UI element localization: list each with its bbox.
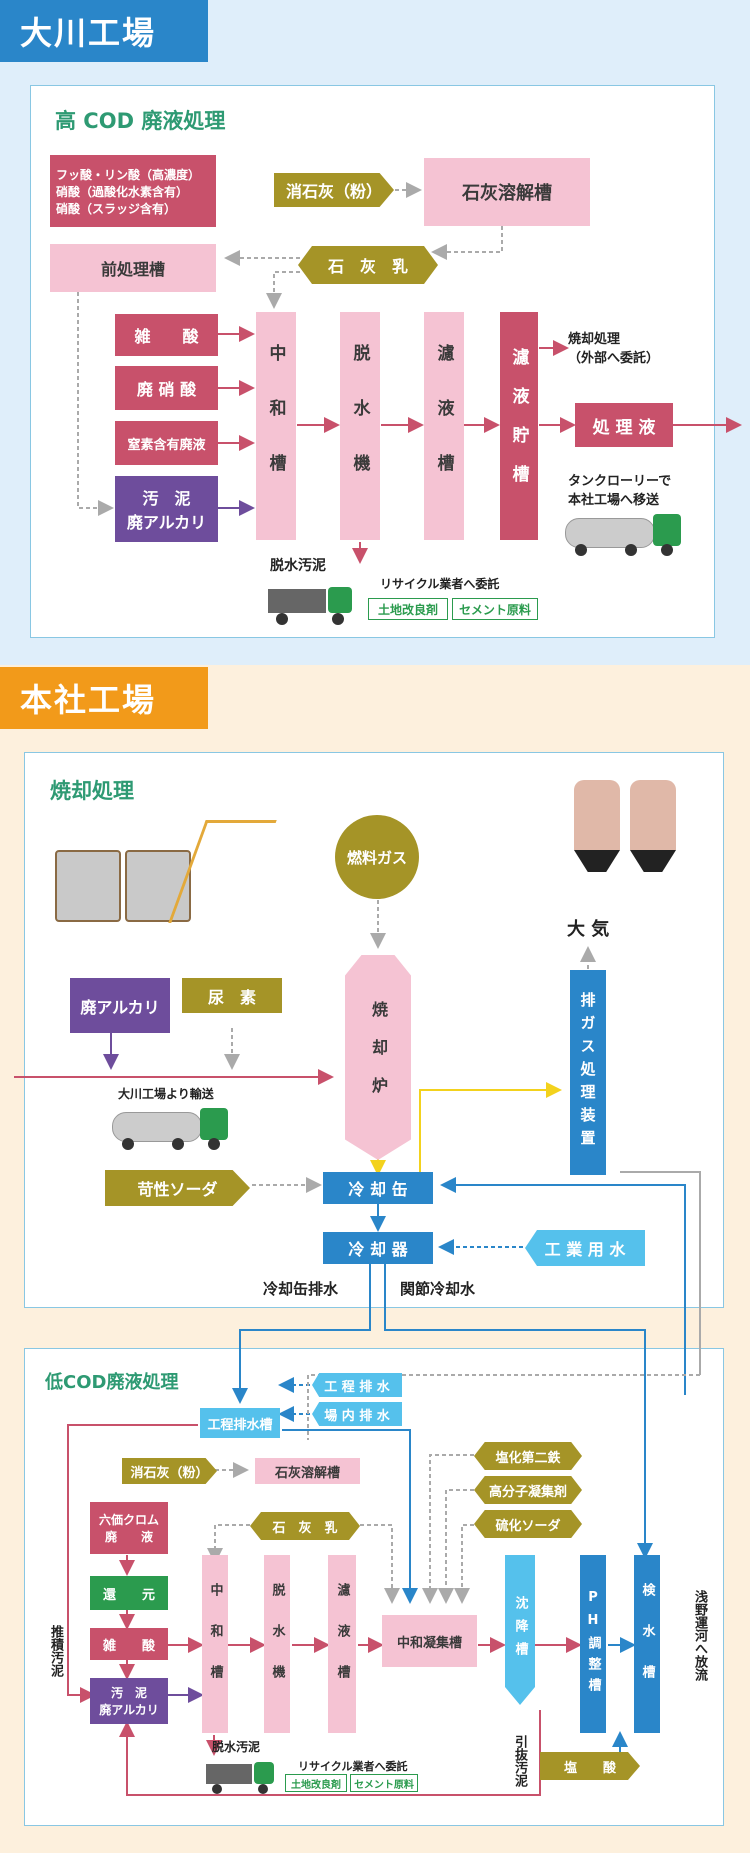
cooling-can-drain: 冷却缶排水	[263, 1280, 339, 1298]
silos-icon	[570, 780, 690, 890]
fuel-gas: 燃料ガス	[335, 815, 419, 899]
soil-improver-tag: 土地改良剤	[368, 598, 448, 620]
polymer-flocculant: 高分子凝集剤	[474, 1476, 582, 1504]
misc-acid-2: 雑 酸	[90, 1628, 168, 1660]
dehydrator-2: 脱水機	[264, 1555, 290, 1733]
onsite-drain: 場 内 排 水	[312, 1402, 402, 1426]
lime-dissolving-tank: 石灰溶解槽	[424, 158, 590, 226]
neutral-coagulation-tank: 中和凝集槽	[382, 1615, 477, 1667]
storage-tanks-icon	[55, 820, 277, 940]
tank-lorry-label: タンクローリーで 本社工場へ移送	[568, 474, 672, 508]
settling-tank: 沈降槽	[505, 1555, 535, 1705]
caustic-soda: 苛性ソーダ	[105, 1170, 250, 1206]
lime-milk-2: 石 灰 乳	[250, 1512, 360, 1540]
dump-truck-icon-2	[206, 1760, 276, 1796]
transport-from-okawa: 大川工場より輸送	[118, 1087, 214, 1101]
waste-alkali: 廃アルカリ	[70, 978, 170, 1033]
filtrate-tank: 濾液槽	[424, 312, 464, 540]
dewatered-sludge-label: 脱水汚泥	[270, 558, 326, 574]
dehydrator: 脱水機	[340, 312, 380, 540]
slaked-lime-powder-2: 消石灰（粉）	[122, 1458, 217, 1484]
accumulated-sludge: 推積汚泥	[48, 1625, 63, 1677]
sludge-alkali: 汚 泥 廃アルカリ	[115, 476, 218, 542]
pretreatment-tank: 前処理槽	[50, 244, 216, 292]
sludge-alkali-2: 汚 泥 廃アルカリ	[90, 1678, 168, 1724]
sodium-sulfide: 硫化ソーダ	[474, 1510, 582, 1538]
exhaust-gas-device: 排ガス処理装置	[570, 970, 606, 1175]
cement-material-tag: セメント原料	[452, 598, 538, 620]
dewatered-sludge-label-2: 脱水汚泥	[212, 1740, 261, 1754]
high-cod-title: 高 COD 廃液処理	[55, 109, 226, 133]
nitrogen-waste: 窒素含有廃液	[115, 421, 218, 465]
waste-nitric-acid: 廃 硝 酸	[115, 366, 218, 410]
incineration-title: 焼却処理	[50, 779, 134, 803]
cooling-can: 冷 却 缶	[323, 1172, 433, 1204]
process-drain-tank: 工程排水槽	[200, 1408, 280, 1438]
atmosphere-label: 大 気	[567, 919, 610, 940]
neutralization-tank: 中和槽	[256, 312, 296, 540]
filtrate-storage-tank: 濾液貯槽	[500, 312, 538, 540]
low-cod-title: 低COD廃液処理	[45, 1372, 179, 1393]
lime-dissolving-tank-2: 石灰溶解槽	[255, 1458, 360, 1484]
reduction: 還 元	[90, 1576, 168, 1610]
neutralization-tank-2: 中和槽	[202, 1555, 228, 1733]
urea: 尿 素	[182, 978, 282, 1013]
soil-improver-tag-2: 土地改良剤	[285, 1774, 347, 1792]
hydrochloric-acid: 塩 酸	[540, 1752, 640, 1780]
recycle-outsource: リサイクル業者へ委託	[380, 577, 500, 591]
ph-adjustment-tank: PH調整槽	[580, 1555, 606, 1733]
cooler: 冷 却 器	[323, 1232, 433, 1264]
inspection-tank: 検水槽	[634, 1555, 660, 1733]
incinerator: 焼却炉	[345, 955, 411, 1160]
incineration-outsource: 焼却処理 （外部へ委託）	[568, 332, 660, 366]
treated-liquid: 処 理 液	[575, 403, 673, 447]
tank-lorry-icon-2	[112, 1106, 232, 1150]
misc-acid: 雑 酸	[115, 314, 218, 356]
recycle-outsource-2: リサイクル業者へ委託	[298, 1760, 408, 1773]
acids-box: フッ酸・リン酸（高濃度） 硝酸（過酸化水素含有） 硝酸（スラッジ含有）	[50, 155, 216, 227]
okawa-header: 大川工場	[0, 0, 208, 62]
drawn-sludge: 引抜汚泥	[512, 1735, 527, 1787]
cement-material-tag-2: セメント原料	[350, 1774, 418, 1792]
hexavalent-chromium: 六価クロム 廃 液	[90, 1502, 168, 1554]
industrial-water: 工 業 用 水	[525, 1230, 645, 1266]
discharge-label: 浅野運河へ放流	[692, 1590, 707, 1681]
honsha-header: 本社工場	[0, 667, 208, 729]
process-drain: 工 程 排 水	[312, 1373, 402, 1397]
lime-milk: 石 灰 乳	[298, 246, 438, 284]
ferric-chloride: 塩化第二鉄	[474, 1442, 582, 1470]
tank-lorry-icon	[565, 512, 685, 556]
filtrate-tank-2: 濾液槽	[328, 1555, 356, 1733]
joint-cooling-water: 関節冷却水	[400, 1280, 476, 1298]
slaked-lime-powder: 消石灰（粉）	[274, 173, 394, 207]
dump-truck-icon	[268, 585, 354, 625]
